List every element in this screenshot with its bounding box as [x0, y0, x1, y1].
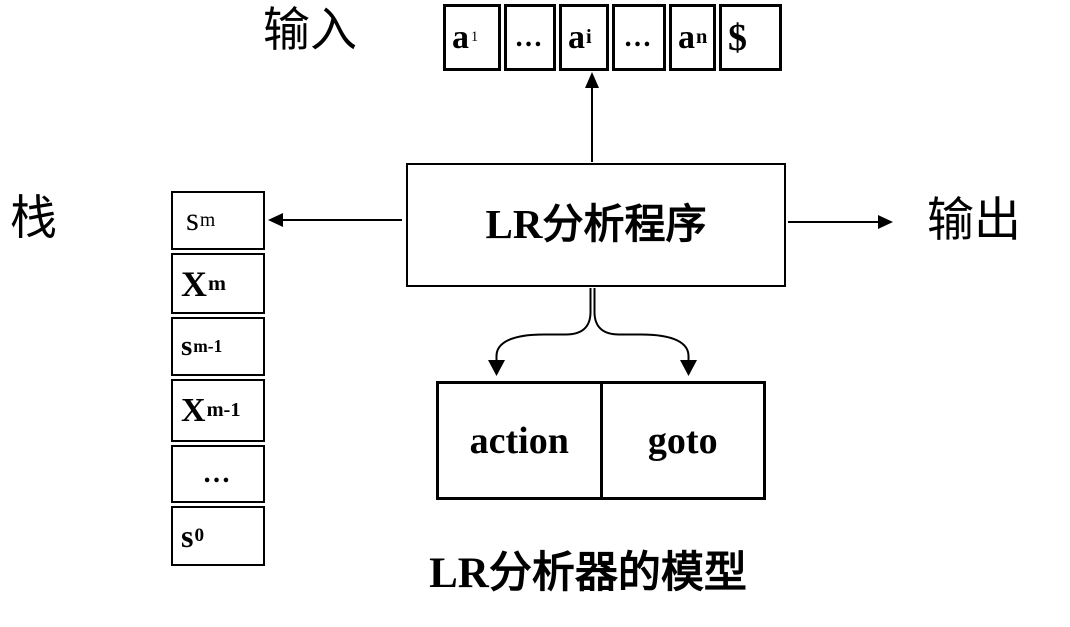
tape-cell-symbol: a [452, 18, 469, 56]
diagram-caption: LR分析器的模型 [429, 550, 747, 597]
tape-cell-symbol: a [678, 18, 695, 56]
action-table-cell: action [469, 419, 569, 462]
parser-program-label: LR分析程序 [485, 201, 707, 247]
output-label: 输出 [927, 195, 1021, 247]
tape-cell-subscript: 1 [471, 29, 479, 46]
stack-cell-subscript: m-1 [206, 399, 241, 422]
fork-arrow-to-action-icon [488, 288, 592, 376]
tape-cell-subscript: i [586, 26, 592, 49]
action-goto-table: action goto [436, 381, 766, 500]
tape-cell-ellipsis: … [504, 4, 556, 71]
tape-cell-symbol: … [623, 21, 655, 53]
stack-label: 栈 [10, 193, 57, 245]
stack-cell-symbol: s [181, 330, 193, 362]
tape-cell-symbol: $ [728, 16, 747, 59]
goto-table-cell: goto [599, 384, 764, 497]
tape-cell-ellipsis: … [612, 4, 666, 71]
arrow-to-output-icon [788, 215, 893, 229]
stack-cell-subscript: m [208, 270, 226, 295]
stack-cell-subscript: m [199, 208, 216, 231]
stack-cell-symbol: s [181, 518, 194, 554]
stack-cell-subscript: 0 [194, 525, 205, 547]
stack-cell-subscript: m-1 [193, 335, 223, 356]
stack-cell-symbol: X [181, 263, 207, 304]
arrow-to-stack-icon [268, 213, 402, 227]
tape-cell-symbol: … [514, 21, 546, 53]
input-label: 输入 [263, 5, 357, 57]
stack-cell-symbol: … [202, 458, 234, 489]
arrow-to-input-icon [585, 72, 599, 162]
parser-program-box: LR分析程序 [406, 163, 786, 287]
tape-cell-symbol: a [568, 18, 585, 56]
tape-cell-subscript: n [696, 26, 708, 49]
fork-arrow-to-goto-icon [593, 288, 697, 376]
stack-cell-ellipsis: … [171, 445, 265, 503]
stack-cell-symbol: X [181, 391, 206, 429]
stack-cell-symbol: s [186, 202, 199, 238]
tape-cell-end-marker: $ [719, 4, 782, 71]
